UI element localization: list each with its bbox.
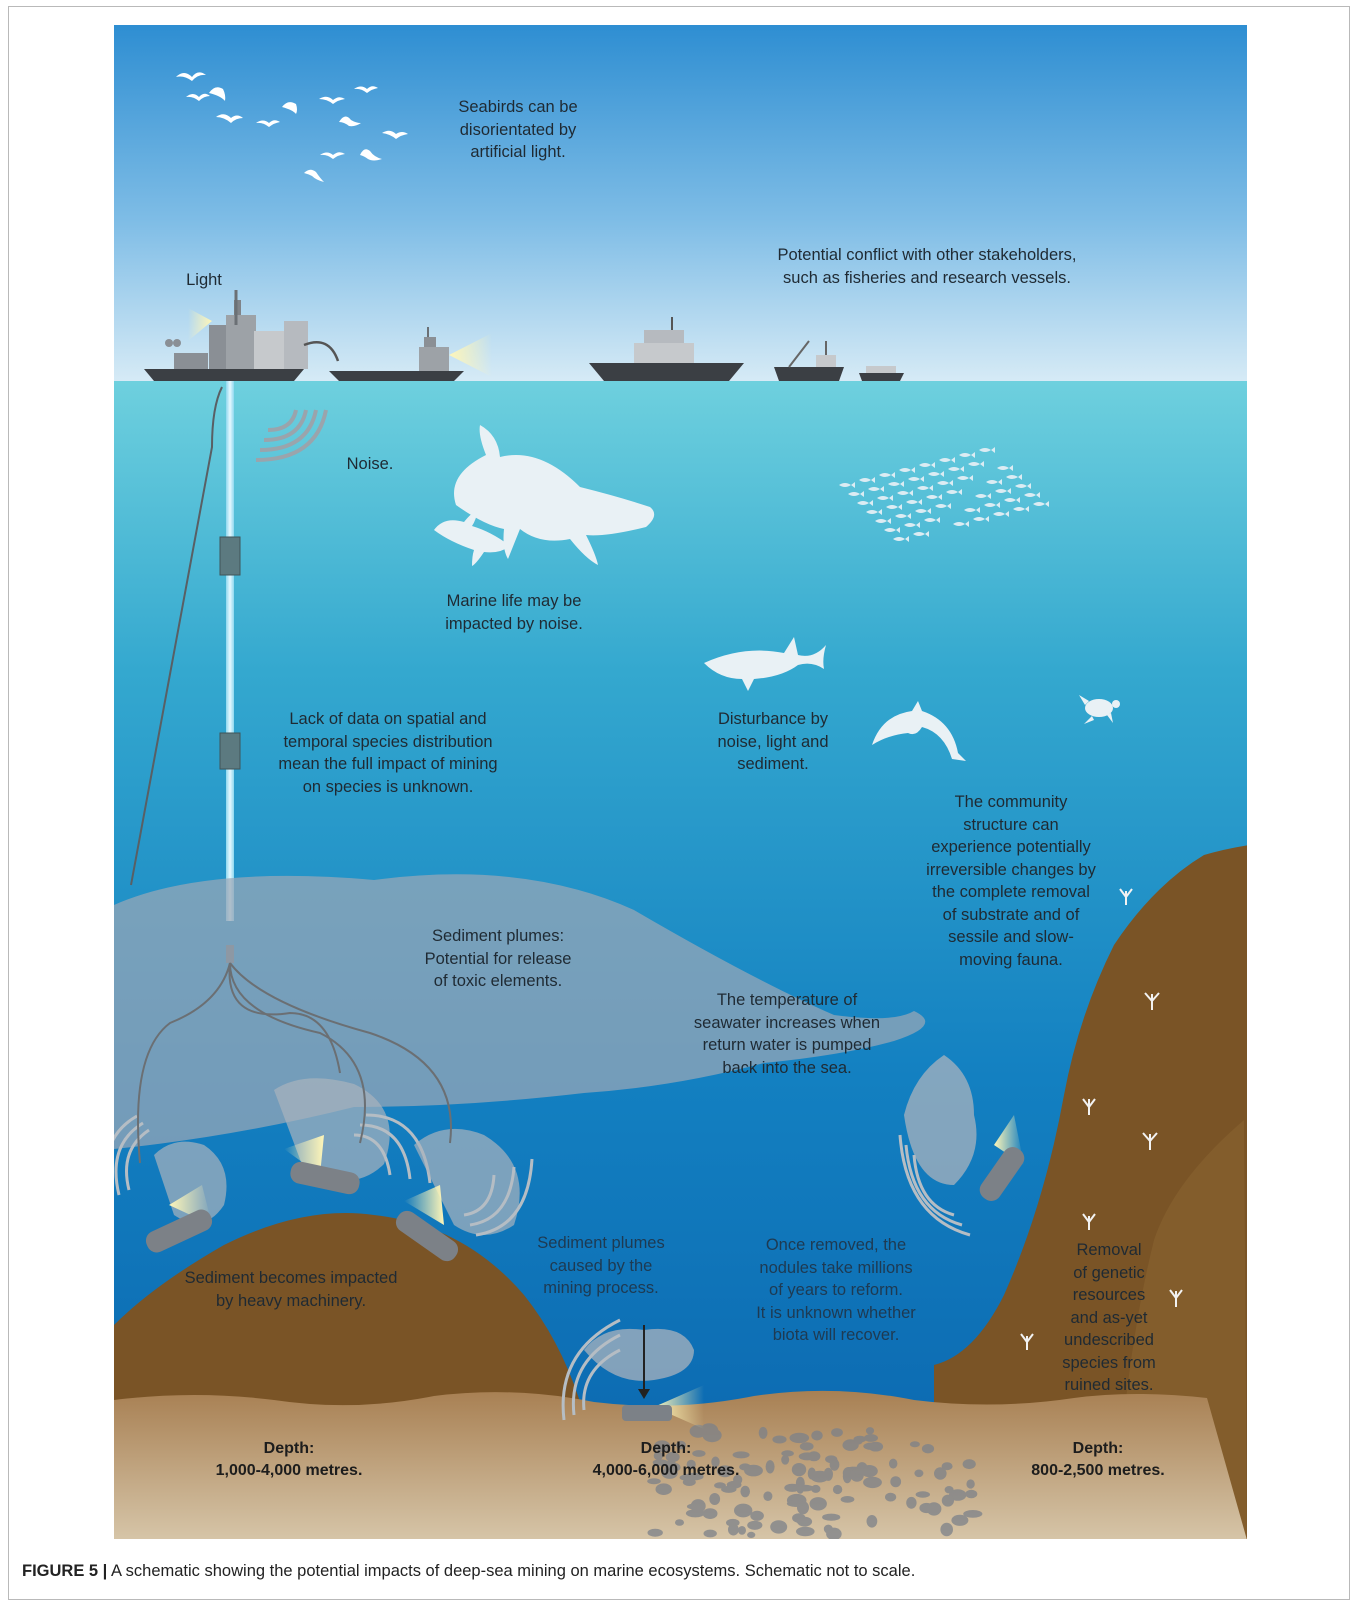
label-genetic-resources: Removal of genetic resources and as-yet …	[1062, 1241, 1156, 1394]
riser-pipe	[226, 381, 234, 921]
label-depth-left: Depth: 1,000-4,000 metres.	[215, 1440, 363, 1479]
caption-figure-number: FIGURE 5 |	[22, 1562, 108, 1580]
shark-icon	[704, 637, 826, 691]
label-sediment-plumes-caused: Sediment plumes caused by the mining pro…	[537, 1234, 665, 1297]
ship-icon	[774, 340, 844, 381]
schematic-scene: Seabirds can be disorientated by artific…	[114, 25, 1247, 1539]
label-marine-life: Marine life may be impacted by noise.	[445, 592, 583, 633]
seabed-floor	[114, 1390, 1247, 1539]
label-lack-of-data: Lack of data on spatial and temporal spe…	[278, 710, 498, 796]
return-hose	[130, 386, 223, 886]
label-nodules: Once removed, the nodules take millions …	[756, 1236, 916, 1344]
ship-icon	[144, 290, 340, 381]
pump-module	[219, 732, 241, 770]
dolphin-icon	[872, 701, 966, 761]
mining-vehicle-icon	[114, 1114, 227, 1253]
turtle-icon	[1079, 695, 1120, 724]
fish-school-icon	[839, 447, 1049, 542]
coral-icon	[1020, 888, 1183, 1350]
label-stakeholder-conflict: Potential conflict with other stakeholde…	[777, 246, 1077, 287]
nodule-field	[647, 1423, 983, 1539]
label-seabirds: Seabirds can be disorientated by artific…	[458, 98, 578, 161]
mining-vehicle-icon	[898, 1055, 1025, 1237]
noise-wave-icon	[255, 409, 328, 462]
label-depth-right: Depth: 800-2,500 metres.	[1031, 1440, 1165, 1479]
label-sediment-plumes-toxic: Sediment plumes: Potential for release o…	[424, 927, 572, 990]
whale-icon	[434, 425, 655, 566]
label-temperature: The temperature of seawater increases wh…	[693, 991, 881, 1077]
ship-icon	[859, 366, 904, 381]
caption-text: A schematic showing the potential impact…	[107, 1562, 916, 1580]
schematic-illustration	[114, 25, 1247, 1539]
mining-vehicle-icon	[561, 1318, 704, 1429]
mining-vehicle-icon	[395, 1128, 534, 1262]
ship-icon	[589, 317, 744, 381]
ship-icon	[329, 327, 492, 381]
label-disturbance: Disturbance by noise, light and sediment…	[717, 710, 829, 773]
label-community-structure: The community structure can experience p…	[926, 793, 1096, 969]
pump-module	[219, 536, 241, 576]
label-depth-middle: Depth: 4,000-6,000 metres.	[592, 1440, 740, 1479]
label-light: Light	[186, 271, 222, 289]
sky	[114, 25, 1247, 383]
bird-icon	[176, 72, 408, 182]
hose-lines	[137, 962, 452, 1164]
label-noise: Noise.	[346, 455, 394, 473]
label-sediment-impacted: Sediment becomes impacted by heavy machi…	[184, 1269, 398, 1310]
figure-frame	[8, 6, 1350, 1600]
figure-caption: FIGURE 5 | A schematic showing the poten…	[22, 1562, 915, 1581]
